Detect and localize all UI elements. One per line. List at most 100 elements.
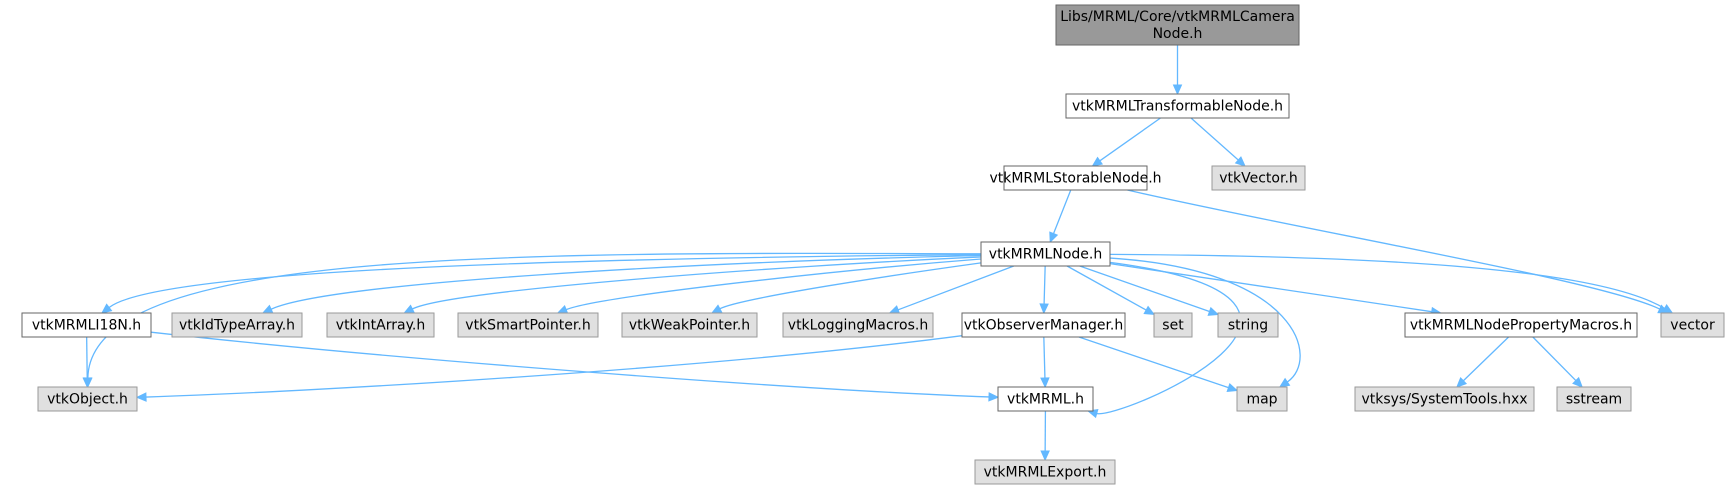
edge-observer-to-mrml [1040,336,1050,389]
node-transformable[interactable]: vtkMRMLTransformableNode.h [1065,93,1290,119]
node-box [997,386,1094,412]
node-box [1003,165,1148,191]
node-box [1236,386,1288,412]
edge-line [1066,265,1147,311]
node-node[interactable]: vtkMRMLNode.h [980,241,1111,267]
edge-line [1043,265,1046,305]
edge-transformable-to-storable [1091,117,1161,167]
node-box [1055,4,1300,46]
edge-line [897,265,1015,311]
node-set: set [1153,312,1193,338]
edge-line [1532,336,1577,382]
node-box [1065,93,1290,119]
node-label: map [1246,392,1277,408]
edge-storable-to-vector [1127,189,1669,314]
node-storable[interactable]: vtkMRMLStorableNode.h [989,165,1162,191]
edge-line [719,262,982,310]
node-box [37,386,138,412]
node-i18n[interactable]: vtkMRMLI18N.h [21,312,152,338]
edge-arrowhead [82,377,92,389]
node-label: vtkMRMLI18N.h [32,318,141,334]
edge-node-to-string [1079,265,1220,316]
node-label: vtkLoggingMacros.h [788,318,928,334]
edge-arrowhead [988,392,1000,402]
node-label: Node.h [1153,26,1203,42]
node-box [1660,312,1725,338]
edge-arrowhead [403,304,415,314]
node-mrml[interactable]: vtkMRML.h [997,386,1094,412]
edge-i18n-to-mrml [150,331,1000,402]
edge-line [1462,336,1510,382]
edge-node-to-propmacros [1109,262,1442,317]
edge-camera-to-transformable [1172,45,1183,96]
node-propmacros[interactable]: vtkMRMLNodePropertyMacros.h [1404,312,1638,338]
node-label: vtkSmartPointer.h [465,318,590,334]
edge-arrowhead [101,303,113,314]
node-label: vtkMRMLStorableNode.h [989,171,1161,187]
edge-node-to-smartptr [556,258,982,314]
node-observer[interactable]: vtkObserverManager.h [961,312,1126,338]
edge-node-to-i18n [101,253,982,314]
edge-line [1079,265,1210,313]
edge-arrowhead [135,392,147,402]
edge-arrowhead [1040,377,1050,389]
node-label: vtkWeakPointer.h [629,318,750,334]
edge-line [1109,257,1301,383]
edge-line [270,254,982,310]
node-label: string [1228,318,1268,334]
node-box [1211,165,1306,191]
node-intarray: vtkIntArray.h [326,312,435,338]
node-box [1404,312,1638,338]
edge-arrowhead [1039,303,1049,315]
edge-node-to-map [1109,257,1301,388]
edge-line [1096,261,1242,415]
node-box [782,312,934,338]
edge-node-to-vector [1109,253,1674,314]
node-box [1556,386,1632,412]
edge-propmacros-to-sstream [1532,336,1584,388]
edge-arrowhead [710,304,723,314]
node-box [171,312,303,338]
edge-arrowhead [1143,305,1156,316]
node-label: Libs/MRML/Core/vtkMRMLCamera [1060,9,1295,25]
node-map: map [1236,386,1288,412]
edge-arrowhead [556,305,569,314]
node-label: vtkIdTypeArray.h [179,318,295,334]
edge-node-to-observer [1039,265,1049,315]
edge-arrowhead [1049,231,1059,244]
node-box [21,312,152,338]
node-label: vtkMRMLTransformableNode.h [1072,99,1283,115]
edge-arrowhead [1456,376,1468,388]
edge-arrowhead [1207,306,1220,316]
edge-observer-to-map [1078,336,1239,393]
node-label: vtkVector.h [1219,171,1298,187]
node-label: vtkObserverManager.h [964,318,1124,334]
node-smartptr: vtkSmartPointer.h [457,312,599,338]
edge-arrowhead [1572,376,1584,388]
node-box [1354,386,1535,412]
node-box [326,312,435,338]
edge-propmacros-to-systemtools [1456,336,1510,388]
edge-observer-to-object [135,335,963,402]
node-label: vtkMRML.h [1007,392,1084,408]
edge-arrowhead [1234,156,1246,167]
edge-arrowhead [261,304,274,314]
node-box [980,241,1111,267]
edge-line [1078,336,1229,389]
node-label: vtkObject.h [47,392,128,408]
edge-arrowhead [1091,156,1104,167]
edge-node-to-set [1066,265,1156,316]
edge-line [1109,262,1432,313]
edge-arrowhead [1172,84,1183,96]
node-label: vtkMRMLNode.h [989,247,1102,263]
node-idtype: vtkIdTypeArray.h [171,312,303,338]
node-export: vtkMRMLExport.h [974,459,1116,485]
node-label: set [1162,318,1184,334]
node-box [1217,312,1279,338]
node-sstream: sstream [1556,386,1632,412]
node-vtkvector: vtkVector.h [1211,165,1306,191]
edge-arrowhead [1040,450,1050,462]
